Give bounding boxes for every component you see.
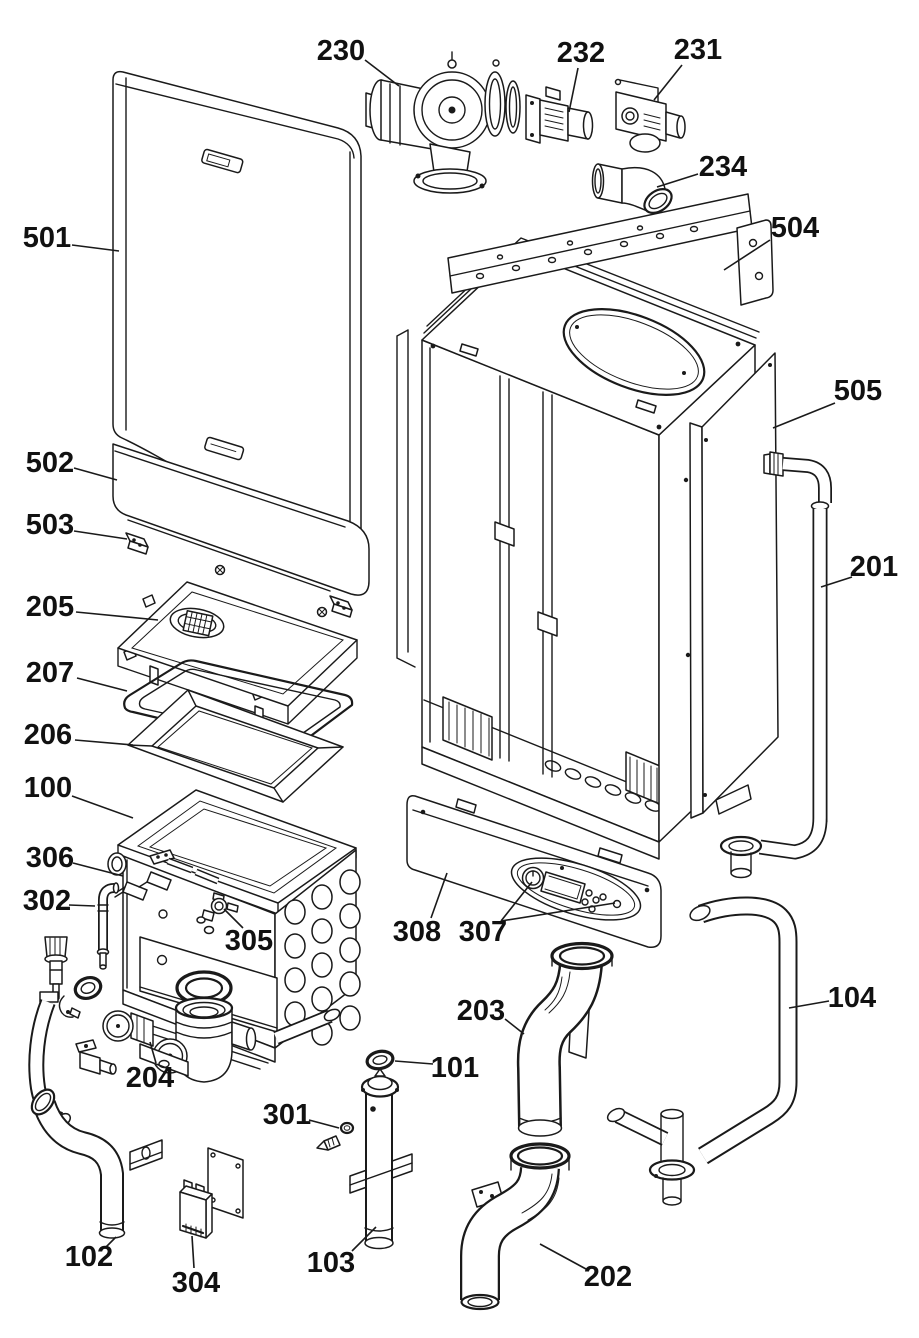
part-206-frame xyxy=(127,689,344,803)
part-502-lower-panel xyxy=(112,443,370,596)
leader-503 xyxy=(73,530,128,540)
part-503-clip-left xyxy=(125,532,149,555)
leader-305 xyxy=(223,908,244,929)
part-305-valve-fitting xyxy=(196,892,239,935)
part-234-elbow xyxy=(591,163,673,214)
part-label-205: 205 xyxy=(26,591,74,623)
part-204-pump xyxy=(102,1010,189,1077)
part-203-pipe xyxy=(516,941,614,1137)
leader-100 xyxy=(71,795,134,819)
part-102-pipe xyxy=(30,1088,163,1239)
part-label-202: 202 xyxy=(584,1261,632,1293)
leader-202 xyxy=(539,1243,587,1270)
part-201-pipe xyxy=(719,451,832,879)
leader-307a xyxy=(500,881,533,922)
part-label-232: 232 xyxy=(557,37,605,69)
leader-231 xyxy=(653,64,683,101)
part-230-fan xyxy=(365,51,491,194)
part-label-204: 204 xyxy=(126,1062,174,1094)
leader-308 xyxy=(430,872,448,919)
part-label-100: 100 xyxy=(24,772,72,804)
leader-201 xyxy=(820,576,853,588)
terminal-block-hatch-left xyxy=(442,696,493,761)
part-label-505: 505 xyxy=(834,375,882,407)
leader-101 xyxy=(394,1060,434,1065)
part-clamp xyxy=(58,995,81,1019)
control-knob-icon xyxy=(521,866,545,890)
part-label-305: 305 xyxy=(225,925,273,957)
leader-104 xyxy=(788,1000,830,1009)
part-label-203: 203 xyxy=(457,995,505,1027)
part-231-valve xyxy=(614,78,686,153)
leader-307b xyxy=(500,902,616,922)
leader-501 xyxy=(71,244,120,252)
leader-304 xyxy=(191,1235,195,1269)
leader-207 xyxy=(76,677,128,692)
part-label-101: 101 xyxy=(431,1052,479,1084)
part-504-hanging-bracket xyxy=(447,193,774,306)
leader-505 xyxy=(772,402,836,429)
part-label-207: 207 xyxy=(26,657,74,689)
part-label-502: 502 xyxy=(26,447,74,479)
part-label-307: 307 xyxy=(459,916,507,948)
leader-206 xyxy=(74,739,134,746)
part-label-104: 104 xyxy=(828,982,876,1014)
part-label-304: 304 xyxy=(172,1267,220,1299)
part-302-pipe xyxy=(96,882,120,970)
part-label-503: 503 xyxy=(26,509,74,541)
part-205-cover xyxy=(117,564,358,726)
part-103-pipe xyxy=(349,1068,413,1250)
part-505-side-panel xyxy=(689,352,779,819)
leader-234 xyxy=(656,173,699,188)
part-fan-gaskets xyxy=(484,59,521,137)
part-232-gas-valve xyxy=(525,86,594,144)
part-label-231: 231 xyxy=(674,34,722,66)
part-label-234: 234 xyxy=(699,151,747,183)
leader-230 xyxy=(364,59,400,87)
part-503-clip-right xyxy=(329,595,353,618)
leader-232 xyxy=(568,67,579,113)
leader-306 xyxy=(72,862,124,877)
part-207-gasket xyxy=(123,659,354,750)
part-label-302: 302 xyxy=(23,885,71,917)
leader-301 xyxy=(308,1119,340,1129)
part-label-201: 201 xyxy=(850,551,898,583)
part-label-206: 206 xyxy=(24,719,72,751)
part-fill-valve xyxy=(75,1039,117,1075)
part-safety-valve xyxy=(44,936,68,1001)
part-label-504: 504 xyxy=(771,212,819,244)
part-labels: 230 232 231 234 504 501 502 503 505 201 … xyxy=(23,34,898,1299)
part-label-102: 102 xyxy=(65,1241,113,1273)
part-label-103: 103 xyxy=(307,1247,355,1279)
part-101-o-ring xyxy=(365,1049,395,1071)
part-label-306: 306 xyxy=(26,842,74,874)
part-label-301: 301 xyxy=(263,1099,311,1131)
leader-203 xyxy=(504,1018,525,1035)
part-104-pipe xyxy=(606,896,798,1206)
part-304-control-box xyxy=(179,1147,244,1239)
leader-lines xyxy=(68,59,853,1270)
leader-205 xyxy=(75,611,159,621)
display-icon xyxy=(540,871,586,904)
leader-204 xyxy=(149,1041,157,1064)
part-o-ring-left xyxy=(73,976,103,1000)
part-label-230: 230 xyxy=(317,35,365,67)
part-501-front-panel xyxy=(112,70,362,553)
leader-502 xyxy=(73,467,118,481)
leader-302 xyxy=(68,904,96,907)
part-301-screw xyxy=(316,1121,355,1151)
part-202-pipe xyxy=(460,1142,571,1311)
leader-504 xyxy=(723,239,771,271)
leader-102 xyxy=(105,1236,117,1248)
part-label-308: 308 xyxy=(393,916,441,948)
ignition-electrodes xyxy=(114,849,220,901)
part-sump xyxy=(174,970,257,1083)
part-label-501: 501 xyxy=(23,222,71,254)
leader-103 xyxy=(351,1226,377,1252)
